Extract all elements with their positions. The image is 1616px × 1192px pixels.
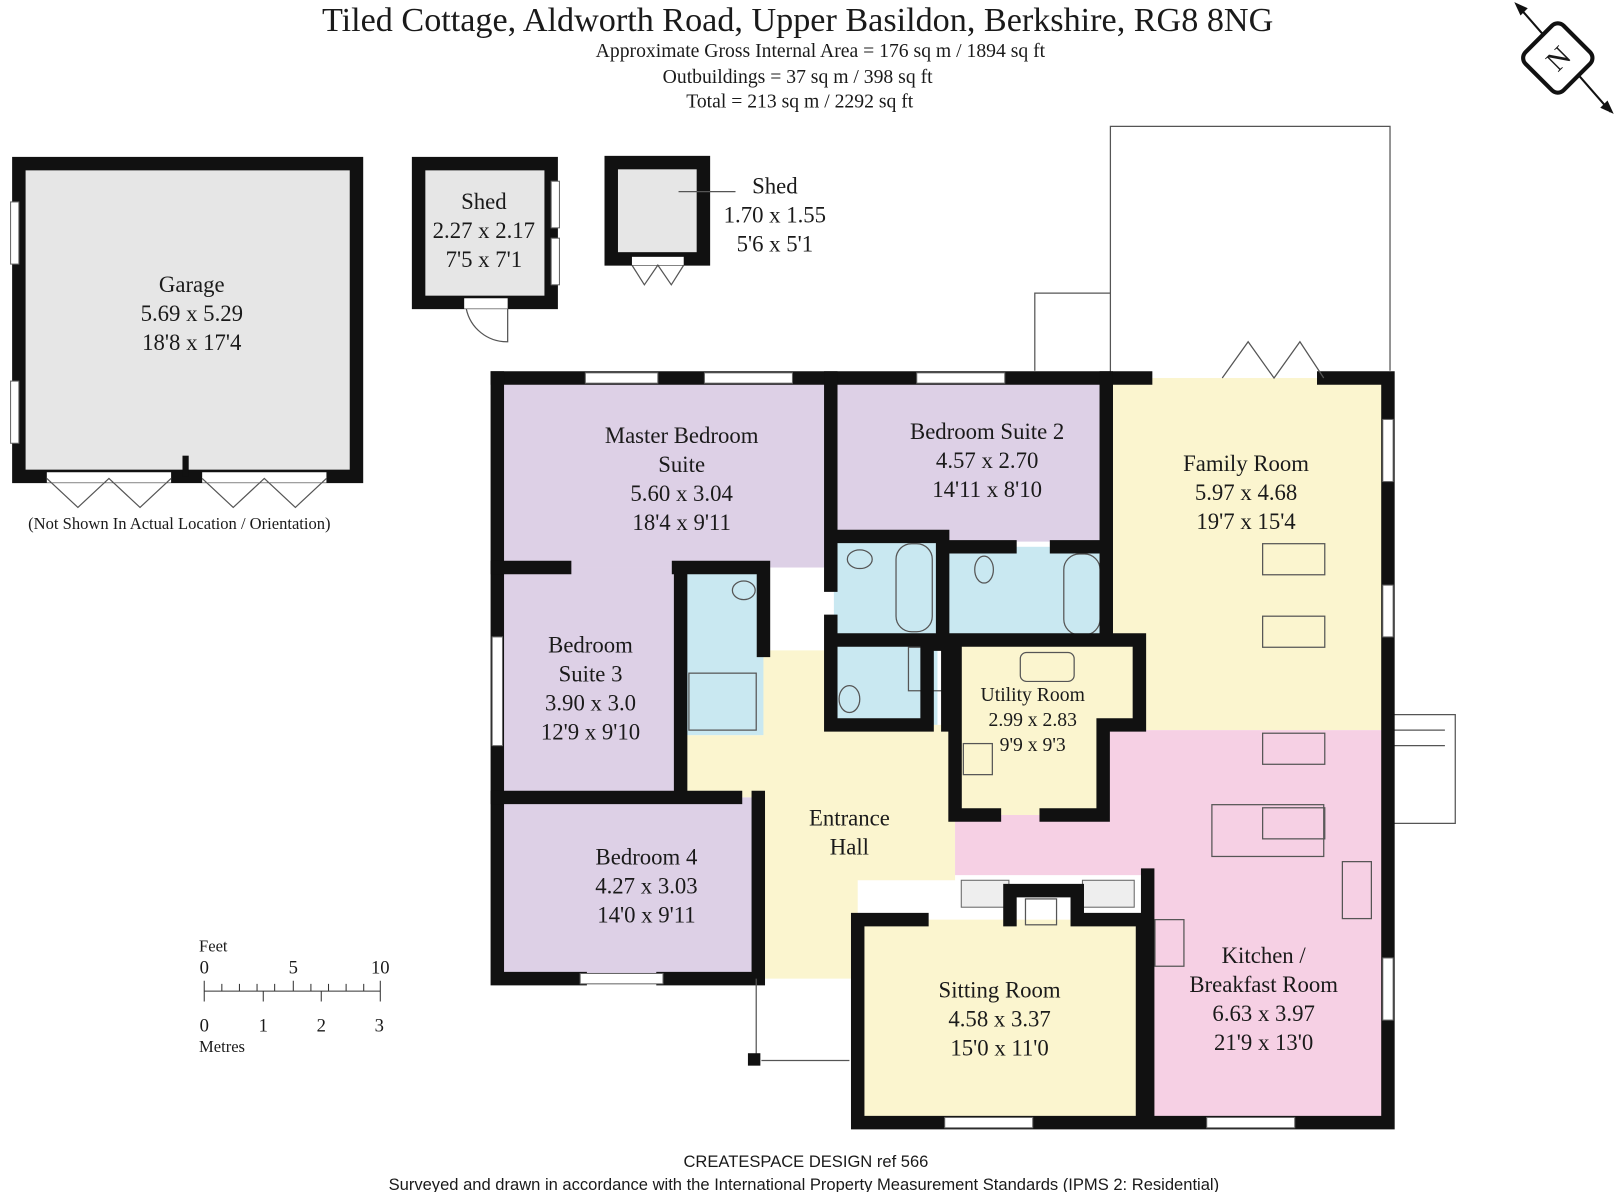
room-imperial: 18'4 x 9'11	[632, 510, 730, 535]
scale-tick: 1	[259, 1015, 268, 1036]
room-imperial: 15'0 x 11'0	[950, 1035, 1048, 1060]
shed-1: Shed 2.27 x 2.17 7'5 x 7'1	[411, 156, 560, 343]
outbuildings-area: Outbuildings = 37 sq m / 398 sq ft	[663, 66, 933, 88]
scale-tick: 5	[289, 957, 298, 978]
room-imperial: 21'9 x 13'0	[1214, 1030, 1313, 1055]
room-fills	[497, 378, 1388, 1123]
room-name: Hall	[830, 834, 869, 859]
room-utility-room: Utility Room 2.99 x 2.83 9'9 x 9'3	[981, 684, 1085, 756]
room-metric: 4.58 x 3.37	[948, 1006, 1050, 1031]
garage: Garage 5.69 x 5.29 18'8 x 17'4	[10, 156, 364, 509]
shed-1-imperial: 7'5 x 7'1	[446, 247, 523, 272]
room-bedroom-suite-3: Bedroom Suite 3 3.90 x 3.0 12'9 x 9'10	[541, 632, 640, 744]
scale-feet-label: Feet	[199, 937, 228, 956]
north-compass-icon: N	[1514, 2, 1614, 114]
scale-tick: 10	[371, 957, 390, 978]
room-name: Sitting Room	[939, 977, 1061, 1002]
room-imperial: 14'0 x 9'11	[597, 903, 695, 928]
property-title: Tiled Cottage, Aldworth Road, Upper Basi…	[322, 2, 1273, 39]
room-name: Breakfast Room	[1189, 972, 1338, 997]
room-imperial: 12'9 x 9'10	[541, 719, 640, 744]
scale-tick: 0	[200, 1015, 209, 1036]
room-name: Bedroom	[548, 632, 633, 657]
room-name: Kitchen /	[1222, 943, 1307, 968]
garage-name: Garage	[159, 272, 225, 297]
room-imperial: 19'7 x 15'4	[1196, 509, 1296, 534]
room-name: Bedroom Suite 2	[910, 419, 1064, 444]
fixtures	[688, 543, 1372, 967]
room-imperial: 9'9 x 9'3	[1000, 734, 1066, 756]
garage-metric: 5.69 x 5.29	[141, 301, 243, 326]
terrace-outline	[1034, 125, 1391, 373]
walls	[490, 371, 1395, 1130]
outbuildings-note: (Not Shown In Actual Location / Orientat…	[28, 514, 330, 533]
room-kitchen-breakfast: Kitchen / Breakfast Room 6.63 x 3.97 21'…	[1189, 943, 1338, 1055]
shed-2-imperial: 5'6 x 5'1	[737, 232, 814, 257]
scale-bar: Feet 0 5 10 0 1 2 3 Metres	[199, 937, 390, 1056]
room-family-room: Family Room 5.97 x 4.68 19'7 x 15'4	[1183, 451, 1309, 534]
room-metric: 6.63 x 3.97	[1212, 1001, 1314, 1026]
shed-2-name: Shed	[752, 174, 798, 199]
room-name: Entrance	[809, 805, 890, 830]
room-name: Suite	[658, 452, 705, 477]
windows	[491, 340, 1394, 1129]
room-bedroom-suite-2: Bedroom Suite 2 4.57 x 2.70 14'11 x 8'10	[910, 419, 1064, 502]
room-name: Suite 3	[559, 661, 623, 686]
room-sitting-room: Sitting Room 4.58 x 3.37 15'0 x 11'0	[939, 977, 1061, 1060]
room-metric: 4.57 x 2.70	[936, 448, 1038, 473]
scale-tick: 3	[375, 1015, 384, 1036]
scale-tick: 0	[200, 957, 209, 978]
room-entrance-hall: Entrance Hall	[809, 805, 890, 859]
scale-tick: 2	[317, 1015, 326, 1036]
room-imperial: 14'11 x 8'10	[932, 477, 1042, 502]
footer-ref: CREATESPACE DESIGN ref 566	[683, 1152, 928, 1171]
garage-imperial: 18'8 x 17'4	[142, 330, 242, 355]
shed-1-metric: 2.27 x 2.17	[433, 218, 535, 243]
gross-area: Approximate Gross Internal Area = 176 sq…	[596, 40, 1046, 62]
room-name: Bedroom 4	[596, 845, 698, 870]
room-metric: 5.60 x 3.04	[630, 481, 733, 506]
room-metric: 2.99 x 2.83	[989, 709, 1078, 731]
room-name: Family Room	[1183, 451, 1309, 476]
room-name: Utility Room	[981, 684, 1085, 706]
room-bedroom-4: Bedroom 4 4.27 x 3.03 14'0 x 9'11	[595, 845, 698, 928]
scale-metres-label: Metres	[199, 1037, 245, 1056]
room-master-bedroom-suite: Master Bedroom Suite 5.60 x 3.04 18'4 x …	[605, 423, 759, 535]
entrance-path	[755, 978, 850, 1062]
shed-2-metric: 1.70 x 1.55	[724, 203, 826, 228]
total-area: Total = 213 sq m / 2292 sq ft	[686, 91, 914, 113]
steps	[1394, 713, 1456, 824]
room-metric: 3.90 x 3.0	[545, 690, 636, 715]
room-name: Master Bedroom	[605, 423, 759, 448]
room-metric: 4.27 x 3.03	[595, 874, 697, 899]
room-metric: 5.97 x 4.68	[1195, 480, 1297, 505]
footer-standard: Surveyed and drawn in accordance with th…	[389, 1175, 1220, 1192]
shed-2: Shed 1.70 x 1.55 5'6 x 5'1	[604, 155, 826, 286]
shed-1-name: Shed	[461, 189, 507, 214]
